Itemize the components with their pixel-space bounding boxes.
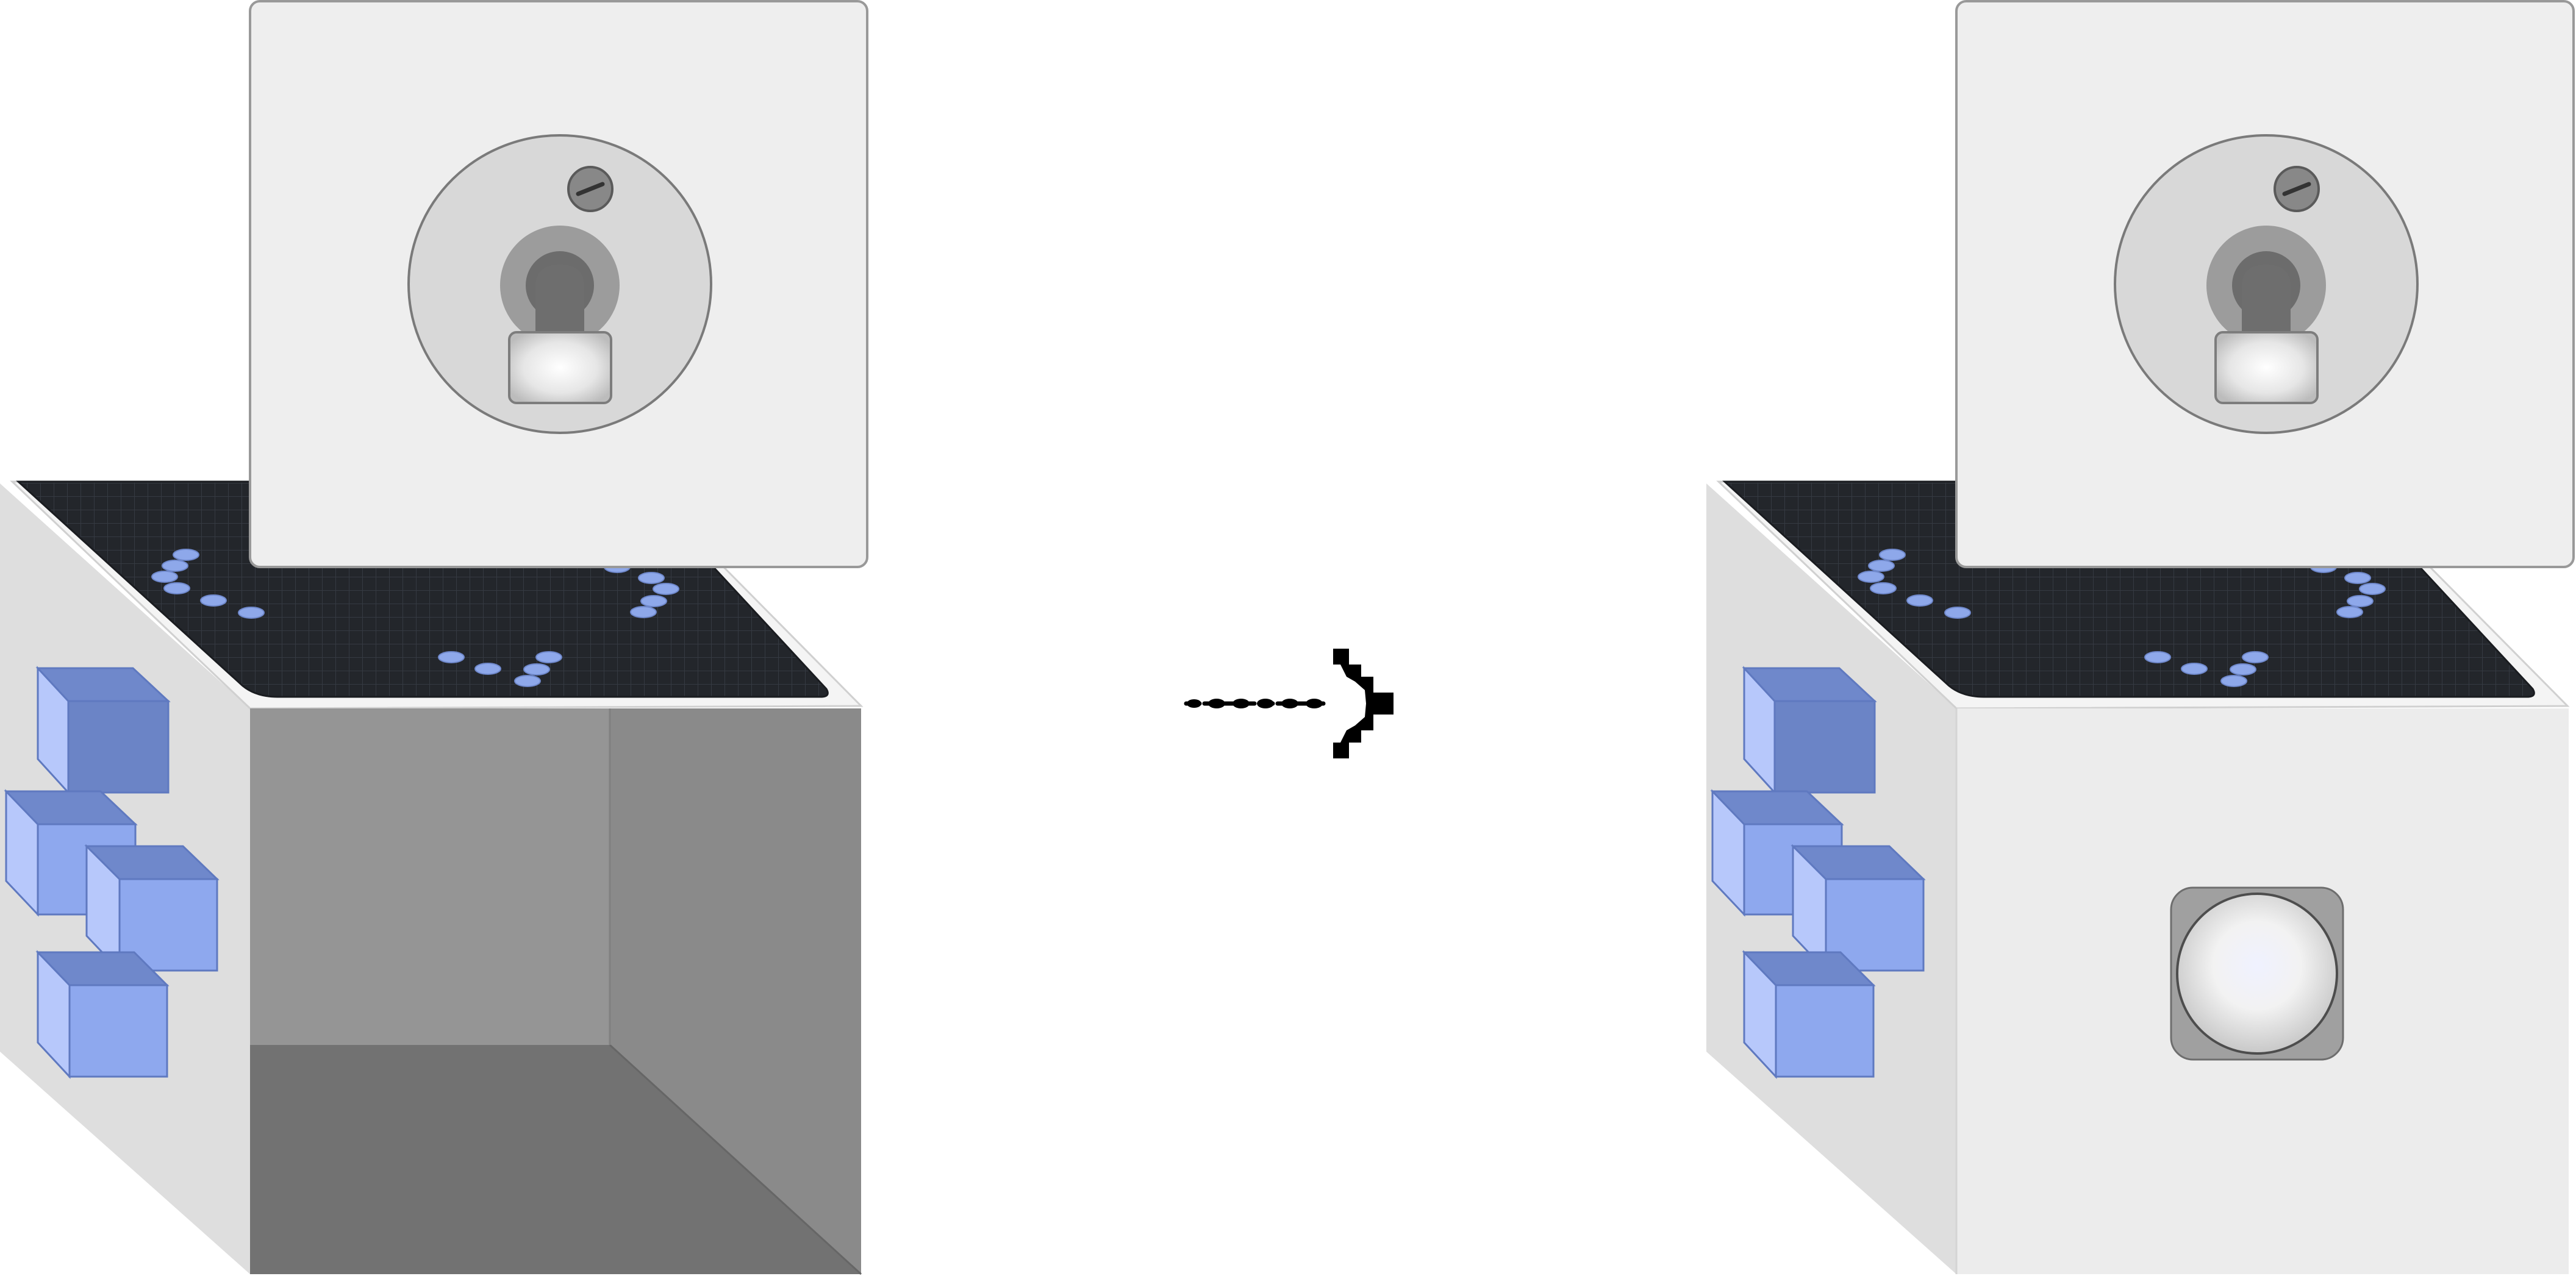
open-lockbox <box>0 0 868 1275</box>
cube-icon <box>35 666 171 795</box>
padlock-icon <box>500 226 620 404</box>
opening-floor <box>250 1045 861 1274</box>
box-opening <box>250 708 862 1275</box>
cube-icon <box>1742 666 1877 795</box>
screw-icon <box>2274 166 2320 212</box>
screw-icon <box>567 166 614 212</box>
closed-lockbox <box>1706 0 2575 1274</box>
padlock-icon <box>2206 226 2326 404</box>
top-dots <box>151 549 679 687</box>
cube-icon <box>35 950 170 1079</box>
cube-icon <box>84 844 220 973</box>
opening-back-wall <box>250 708 610 1045</box>
cube-icon <box>1742 950 1876 1079</box>
lock-panel <box>249 0 868 568</box>
lock-panel <box>1955 0 2575 568</box>
transition-arrow-icon <box>1184 649 1394 758</box>
round-push-button-icon[interactable] <box>2170 886 2344 1061</box>
opening-right-wall <box>610 708 861 1274</box>
